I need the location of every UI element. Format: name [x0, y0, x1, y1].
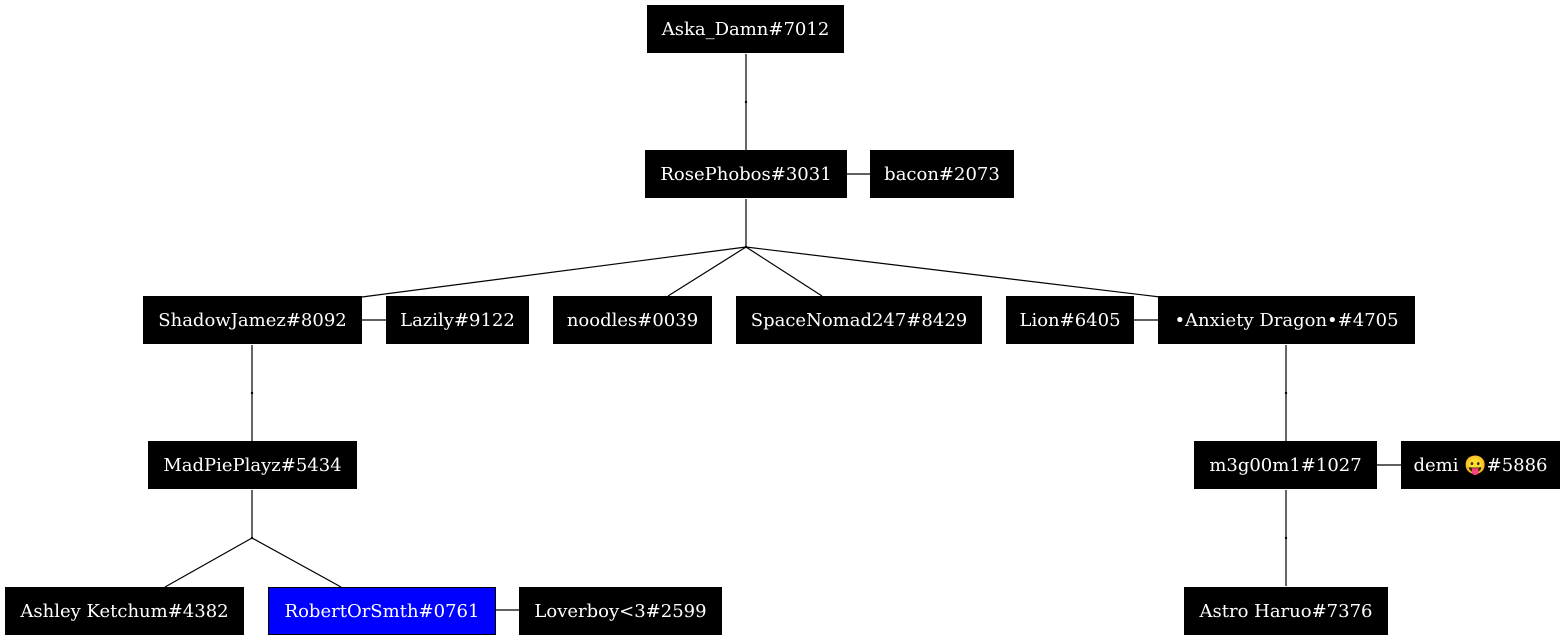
node-loverboy[interactable]: Loverboy<3#2599: [519, 587, 722, 635]
edge-junction-anxiety: [745, 246, 1161, 298]
node-bacon[interactable]: bacon#2073: [870, 150, 1014, 198]
node-noodles[interactable]: noodles#0039: [553, 296, 712, 344]
node-madpieplayz[interactable]: MadPiePlayz#5434: [148, 441, 357, 489]
junction-aska-rose: [744, 100, 748, 104]
edge-junction-noodles: [667, 246, 747, 297]
edge-junction-shadow: [361, 246, 747, 298]
node-rosephobos[interactable]: RosePhobos#3031: [645, 150, 847, 198]
junction-m3g-astro: [1284, 536, 1288, 540]
node-ashley-ketchum[interactable]: Ashley Ketchum#4382: [5, 587, 244, 635]
node-spacenomad[interactable]: SpaceNomad247#8429: [736, 296, 982, 344]
node-demi[interactable]: demi 😛#5886: [1401, 441, 1560, 489]
edge-junction-ashley: [164, 537, 253, 588]
node-anxiety-dragon[interactable]: •Anxiety Dragon•#4705: [1158, 296, 1415, 344]
edge-junction-robert: [251, 537, 342, 588]
node-lazily[interactable]: Lazily#9122: [386, 296, 529, 344]
edge-junction-spacenomad: [745, 246, 823, 297]
node-aska-damn[interactable]: Aska_Damn#7012: [647, 5, 844, 53]
junction-anxiety-m3g: [1284, 391, 1288, 395]
node-robertorsmth[interactable]: RobertOrSmth#0761: [268, 587, 496, 635]
node-m3g00m1[interactable]: m3g00m1#1027: [1194, 441, 1377, 489]
node-lion[interactable]: Lion#6405: [1006, 296, 1134, 344]
node-shadowjamez[interactable]: ShadowJamez#8092: [143, 296, 362, 344]
junction-shadow-madpie: [250, 391, 254, 395]
node-astro-haruo[interactable]: Astro Haruo#7376: [1184, 587, 1388, 635]
